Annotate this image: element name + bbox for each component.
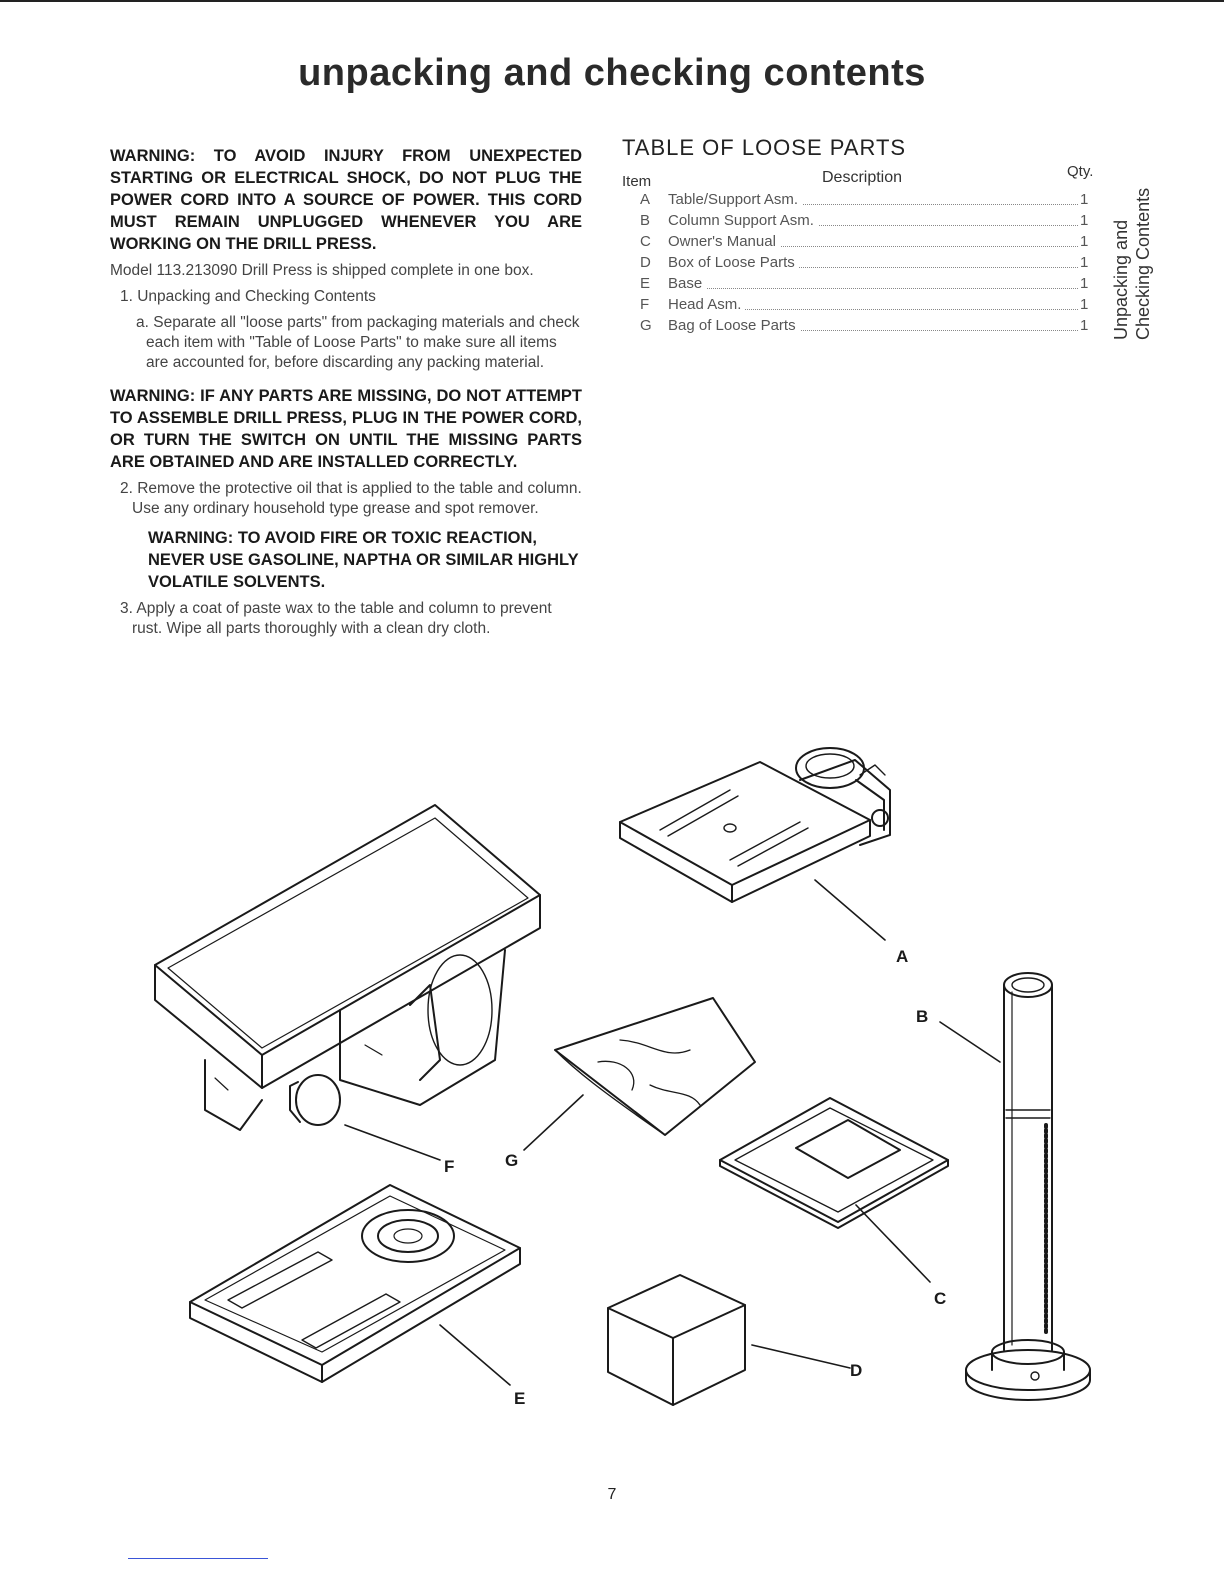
row-item: C [640, 233, 651, 250]
column-header-description: Description [822, 169, 903, 186]
intro-warning: WARNING: TO AVOID INJURY FROM UNEXPECTED… [110, 147, 582, 253]
table-support-assembly-drawing [619, 747, 891, 903]
step-1a: a. Separate all "loose parts" from packa… [136, 314, 580, 371]
row-description: Bag of Loose Parts [668, 317, 800, 334]
leader-dots [668, 204, 1078, 205]
row-description: Column Support Asm. [668, 212, 818, 229]
base-drawing [189, 1184, 521, 1383]
table-row: A Table/Support Asm. 1 [622, 191, 1102, 212]
instructions-column: WARNING: TO AVOID INJURY FROM UNEXPECTED… [110, 145, 582, 639]
callout-a: A [896, 947, 908, 966]
row-qty: 1 [1080, 191, 1089, 208]
callout-c: C [934, 1289, 946, 1308]
leader-dots [668, 246, 1078, 247]
row-description: Box of Loose Parts [668, 254, 799, 271]
column-header-qty: Qty. [1067, 163, 1094, 180]
leader-dots [668, 225, 1078, 226]
bag-of-loose-parts-drawing [554, 997, 756, 1136]
column-header-item: Item [622, 173, 652, 190]
callout-b: B [916, 1007, 928, 1026]
table-row: D Box of Loose Parts 1 [622, 254, 1102, 275]
step-2: 2. Remove the protective oil that is app… [120, 480, 582, 517]
table-row: C Owner's Manual 1 [622, 233, 1102, 254]
row-item: G [640, 317, 652, 334]
step-3: 3. Apply a coat of paste wax to the tabl… [120, 600, 552, 637]
leader-dots [668, 267, 1078, 268]
step-1: 1. Unpacking and Checking Contents [120, 288, 376, 305]
row-item: F [640, 296, 650, 313]
loose-parts-header: Item Description Qty. [622, 163, 1102, 191]
row-item: D [640, 254, 651, 271]
loose-parts-table: TABLE OF LOOSE PARTS Item Description Qt… [622, 135, 1102, 338]
model-text: Model 113.213090 Drill Press is shipped … [110, 262, 534, 279]
table-row: B Column Support Asm. 1 [622, 212, 1102, 233]
column-support-drawing [965, 972, 1091, 1401]
fire-warning: WARNING: TO AVOID FIRE OR TOXIC REACTION… [148, 529, 579, 591]
row-qty: 1 [1080, 296, 1089, 313]
callout-d: D [850, 1361, 862, 1380]
row-description: Table/Support Asm. [668, 191, 803, 208]
box-of-loose-parts-drawing [607, 1274, 746, 1406]
leader-dots [668, 309, 1078, 310]
row-qty: 1 [1080, 233, 1089, 250]
page-title: unpacking and checking contents [298, 52, 926, 94]
row-description: Head Asm. [668, 296, 746, 313]
callout-f: F [444, 1157, 454, 1176]
bottom-link-rule [128, 1558, 268, 1559]
page-number: 7 [607, 1486, 617, 1503]
head-assembly-drawing [154, 804, 541, 1131]
loose-parts-title: TABLE OF LOOSE PARTS [622, 135, 907, 160]
row-qty: 1 [1080, 317, 1089, 334]
row-qty: 1 [1080, 254, 1089, 271]
row-item: A [640, 191, 651, 208]
row-item: E [640, 275, 651, 292]
table-row: F Head Asm. 1 [622, 296, 1102, 317]
row-item: B [640, 212, 651, 229]
row-description: Owner's Manual [668, 233, 780, 250]
owners-manual-drawing [719, 1097, 949, 1229]
missing-parts-warning: WARNING: IF ANY PARTS ARE MISSING, DO NO… [110, 387, 582, 471]
callout-labels: A B C D E F G [444, 947, 946, 1408]
top-rule [0, 0, 1224, 2]
leader-dots [668, 330, 1078, 331]
table-row: G Bag of Loose Parts 1 [622, 317, 1102, 338]
leader-dots [668, 288, 1078, 289]
callout-e: E [514, 1389, 525, 1408]
row-qty: 1 [1080, 275, 1089, 292]
leader-lines [344, 879, 1001, 1386]
table-row: E Base 1 [622, 275, 1102, 296]
row-description: Base [668, 275, 707, 292]
callout-g: G [505, 1151, 518, 1170]
row-qty: 1 [1080, 212, 1089, 229]
